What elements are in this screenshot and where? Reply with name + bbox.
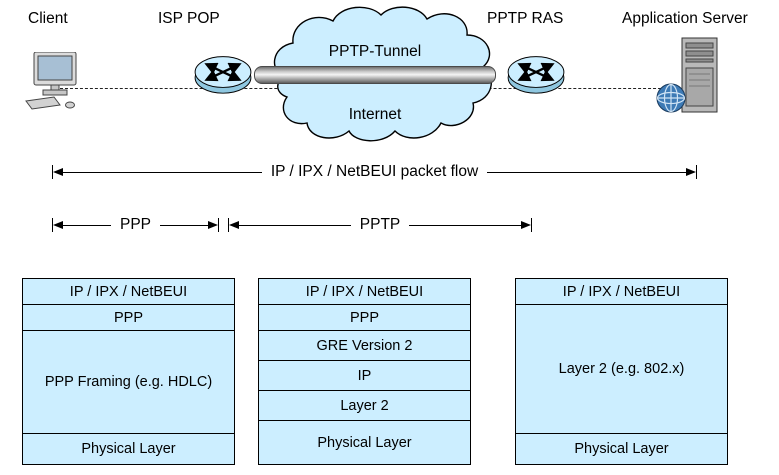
packet-flow-label: IP / IPX / NetBEUI packet flow [270,163,479,180]
pptp-ras-label: PPTP RAS [487,10,564,27]
protocol-stack-server: IP / IPX / NetBEUI Layer 2 (e.g. 802.x) … [515,278,728,465]
isp-pop-router-icon [194,56,252,94]
application-server-icon [656,37,718,113]
protocol-stack-client: IP / IPX / NetBEUI PPP PPP Framing (e.g.… [22,278,235,465]
application-server-label: Application Server [622,10,748,27]
left-arrowhead-icon [53,168,63,176]
arrow-end-tick [531,218,533,232]
pptp-label: PPTP [359,216,401,233]
stack-row: GRE Version 2 [259,330,470,360]
stack-row: IP / IPX / NetBEUI [259,279,470,304]
pptp-ras-router-icon [507,56,565,94]
client-computer-icon [25,52,77,110]
arrow-end-tick [52,165,53,179]
ppp-label: PPP [120,216,152,233]
stack-row: Physical Layer [259,420,470,464]
arrow-line [239,224,351,226]
packet-flow-arrow: IP / IPX / NetBEUI packet flow [52,161,698,183]
stack-row: Physical Layer [23,433,234,464]
stack-row: Layer 2 (e.g. 802.x) [516,304,727,433]
right-arrowhead-icon [686,168,697,176]
arrow-end-tick [228,218,229,232]
arrow-line [63,171,262,173]
left-arrowhead-icon [53,221,63,229]
stack-row: Layer 2 [259,390,470,420]
stack-row: Physical Layer [516,433,727,464]
arrow-line [63,224,111,226]
protocol-stack-tunnel: IP / IPX / NetBEUI PPP GRE Version 2 IP … [258,278,471,465]
arrow-line [160,224,209,226]
internet-label: Internet [348,106,402,123]
arrow-end-tick [52,218,53,232]
arrow-line [487,171,687,173]
client-label: Client [28,10,68,27]
pptp-tunnel-label: PPTP-Tunnel [328,43,422,60]
isp-pop-label: ISP POP [158,10,220,27]
stack-row: IP / IPX / NetBEUI [23,279,234,304]
pptp-arrow: PPTP [228,214,533,236]
right-arrowhead-icon [208,221,219,229]
stack-row: PPP [259,304,470,330]
arrow-end-tick [218,218,220,232]
pptp-tunnel-pipe [254,66,496,84]
stack-row: IP / IPX / NetBEUI [516,279,727,304]
ppp-arrow: PPP [52,214,220,236]
arrow-end-tick [696,165,698,179]
stack-row: PPP [23,304,234,330]
right-arrowhead-icon [521,221,532,229]
stack-row: PPP Framing (e.g. HDLC) [23,330,234,433]
arrow-line [409,224,522,226]
left-arrowhead-icon [229,221,239,229]
stack-row: IP [259,360,470,390]
